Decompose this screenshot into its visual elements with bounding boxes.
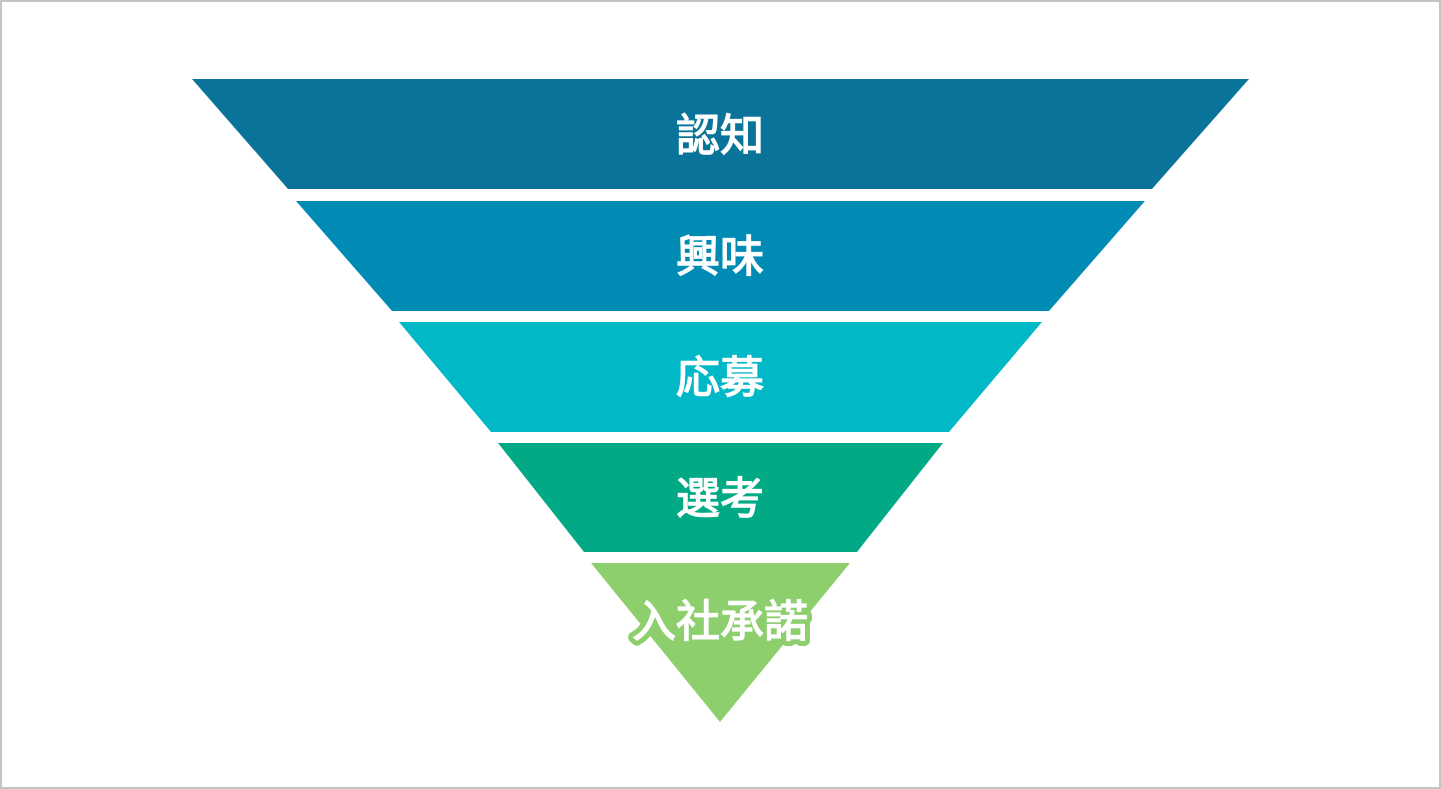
funnel-stage-5-label: 入社承諾 bbox=[632, 597, 808, 648]
funnel-stage-3-label: 応募 bbox=[676, 353, 765, 404]
funnel-stage-1-band bbox=[192, 79, 1249, 189]
funnel-stage-3-band bbox=[399, 322, 1042, 432]
funnel-stage-5-band bbox=[591, 563, 850, 722]
funnel-stage-4-label: 選考 bbox=[676, 474, 764, 525]
funnel-stage-4-band bbox=[498, 443, 943, 552]
funnel-stage-2-label: 興味 bbox=[676, 232, 764, 283]
funnel-stage-1-label: 認知 bbox=[676, 111, 764, 162]
funnel-stage-2-band bbox=[296, 201, 1145, 311]
